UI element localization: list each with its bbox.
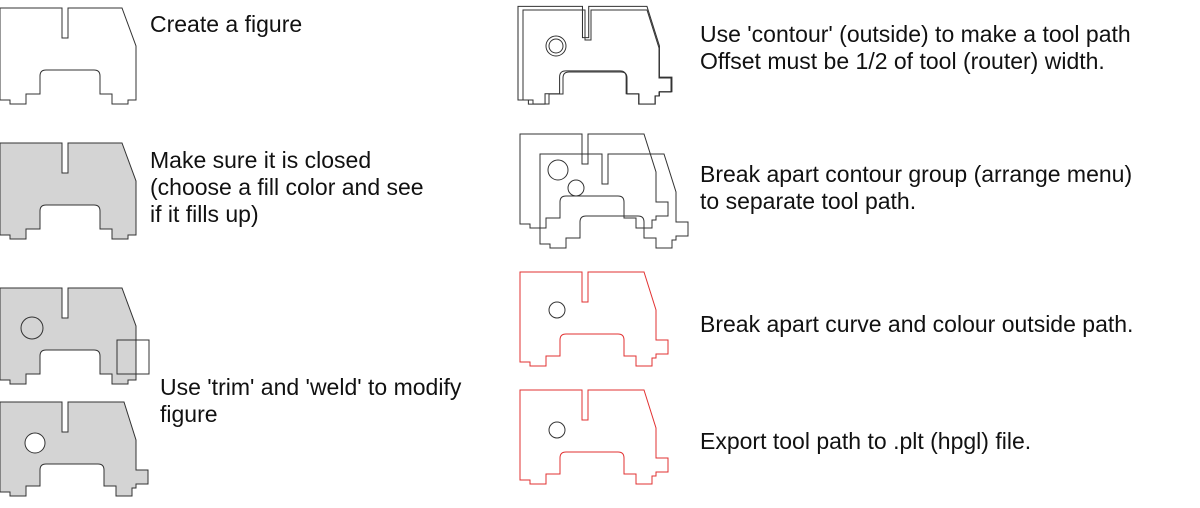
contour-hole-outer <box>545 35 567 57</box>
caption-line: Create a figure <box>150 11 303 37</box>
welded-hole <box>24 432 46 454</box>
welded-shape <box>0 401 149 497</box>
separated-hole-2 <box>567 179 585 197</box>
caption-line: if it fills up) <box>150 201 259 227</box>
caption-line: to separate tool path. <box>700 188 917 214</box>
figure-outline <box>0 7 137 105</box>
figure-contour <box>517 5 673 105</box>
caption-line: Break apart contour group (arrange menu) <box>700 161 1133 187</box>
contour-inner-path <box>522 9 672 105</box>
caption-export: Export tool path to .plt (hpgl) file. <box>700 428 1031 455</box>
red-outside-path <box>519 271 669 367</box>
caption-line: figure <box>160 401 218 427</box>
separated-path-2 <box>539 153 689 249</box>
separated-path-1 <box>519 133 669 229</box>
red-figure-hole <box>548 301 566 319</box>
contour-hole-inner <box>548 38 564 54</box>
figure-filled <box>0 142 137 240</box>
caption-break-curve: Break apart curve and colour outside pat… <box>700 311 1133 338</box>
caption-line: Export tool path to .plt (hpgl) file. <box>700 428 1032 454</box>
caption-break-group: Break apart contour group (arrange menu)… <box>700 161 1132 215</box>
caption-line: Break apart curve and colour outside pat… <box>700 311 1134 337</box>
caption-create: Create a figure <box>150 11 302 38</box>
caption-closed: Make sure it is closed (choose a fill co… <box>150 147 424 228</box>
caption-line: Make sure it is closed <box>150 147 372 173</box>
caption-line: Use 'trim' and 'weld' to modify <box>160 374 462 400</box>
caption-line: Offset must be 1/2 of tool (router) widt… <box>700 48 1105 74</box>
caption-line: Use 'contour' (outside) to make a tool p… <box>700 21 1131 47</box>
export-path <box>519 389 669 485</box>
export-hole <box>548 421 566 439</box>
hole-circle <box>20 316 44 340</box>
caption-contour: Use 'contour' (outside) to make a tool p… <box>700 21 1131 75</box>
figure-separated <box>519 133 689 249</box>
figure-with-hole <box>0 287 137 385</box>
separated-hole-1 <box>547 159 569 181</box>
figure-trim-weld <box>0 287 150 385</box>
figure-welded <box>0 401 149 497</box>
figure-red-path <box>519 271 669 367</box>
caption-trim-weld: Use 'trim' and 'weld' to modify figure <box>160 374 461 428</box>
figure-export <box>519 389 669 485</box>
contour-outer-path <box>517 5 673 105</box>
caption-line: (choose a fill color and see <box>150 174 424 200</box>
trim-rectangle <box>116 339 150 375</box>
